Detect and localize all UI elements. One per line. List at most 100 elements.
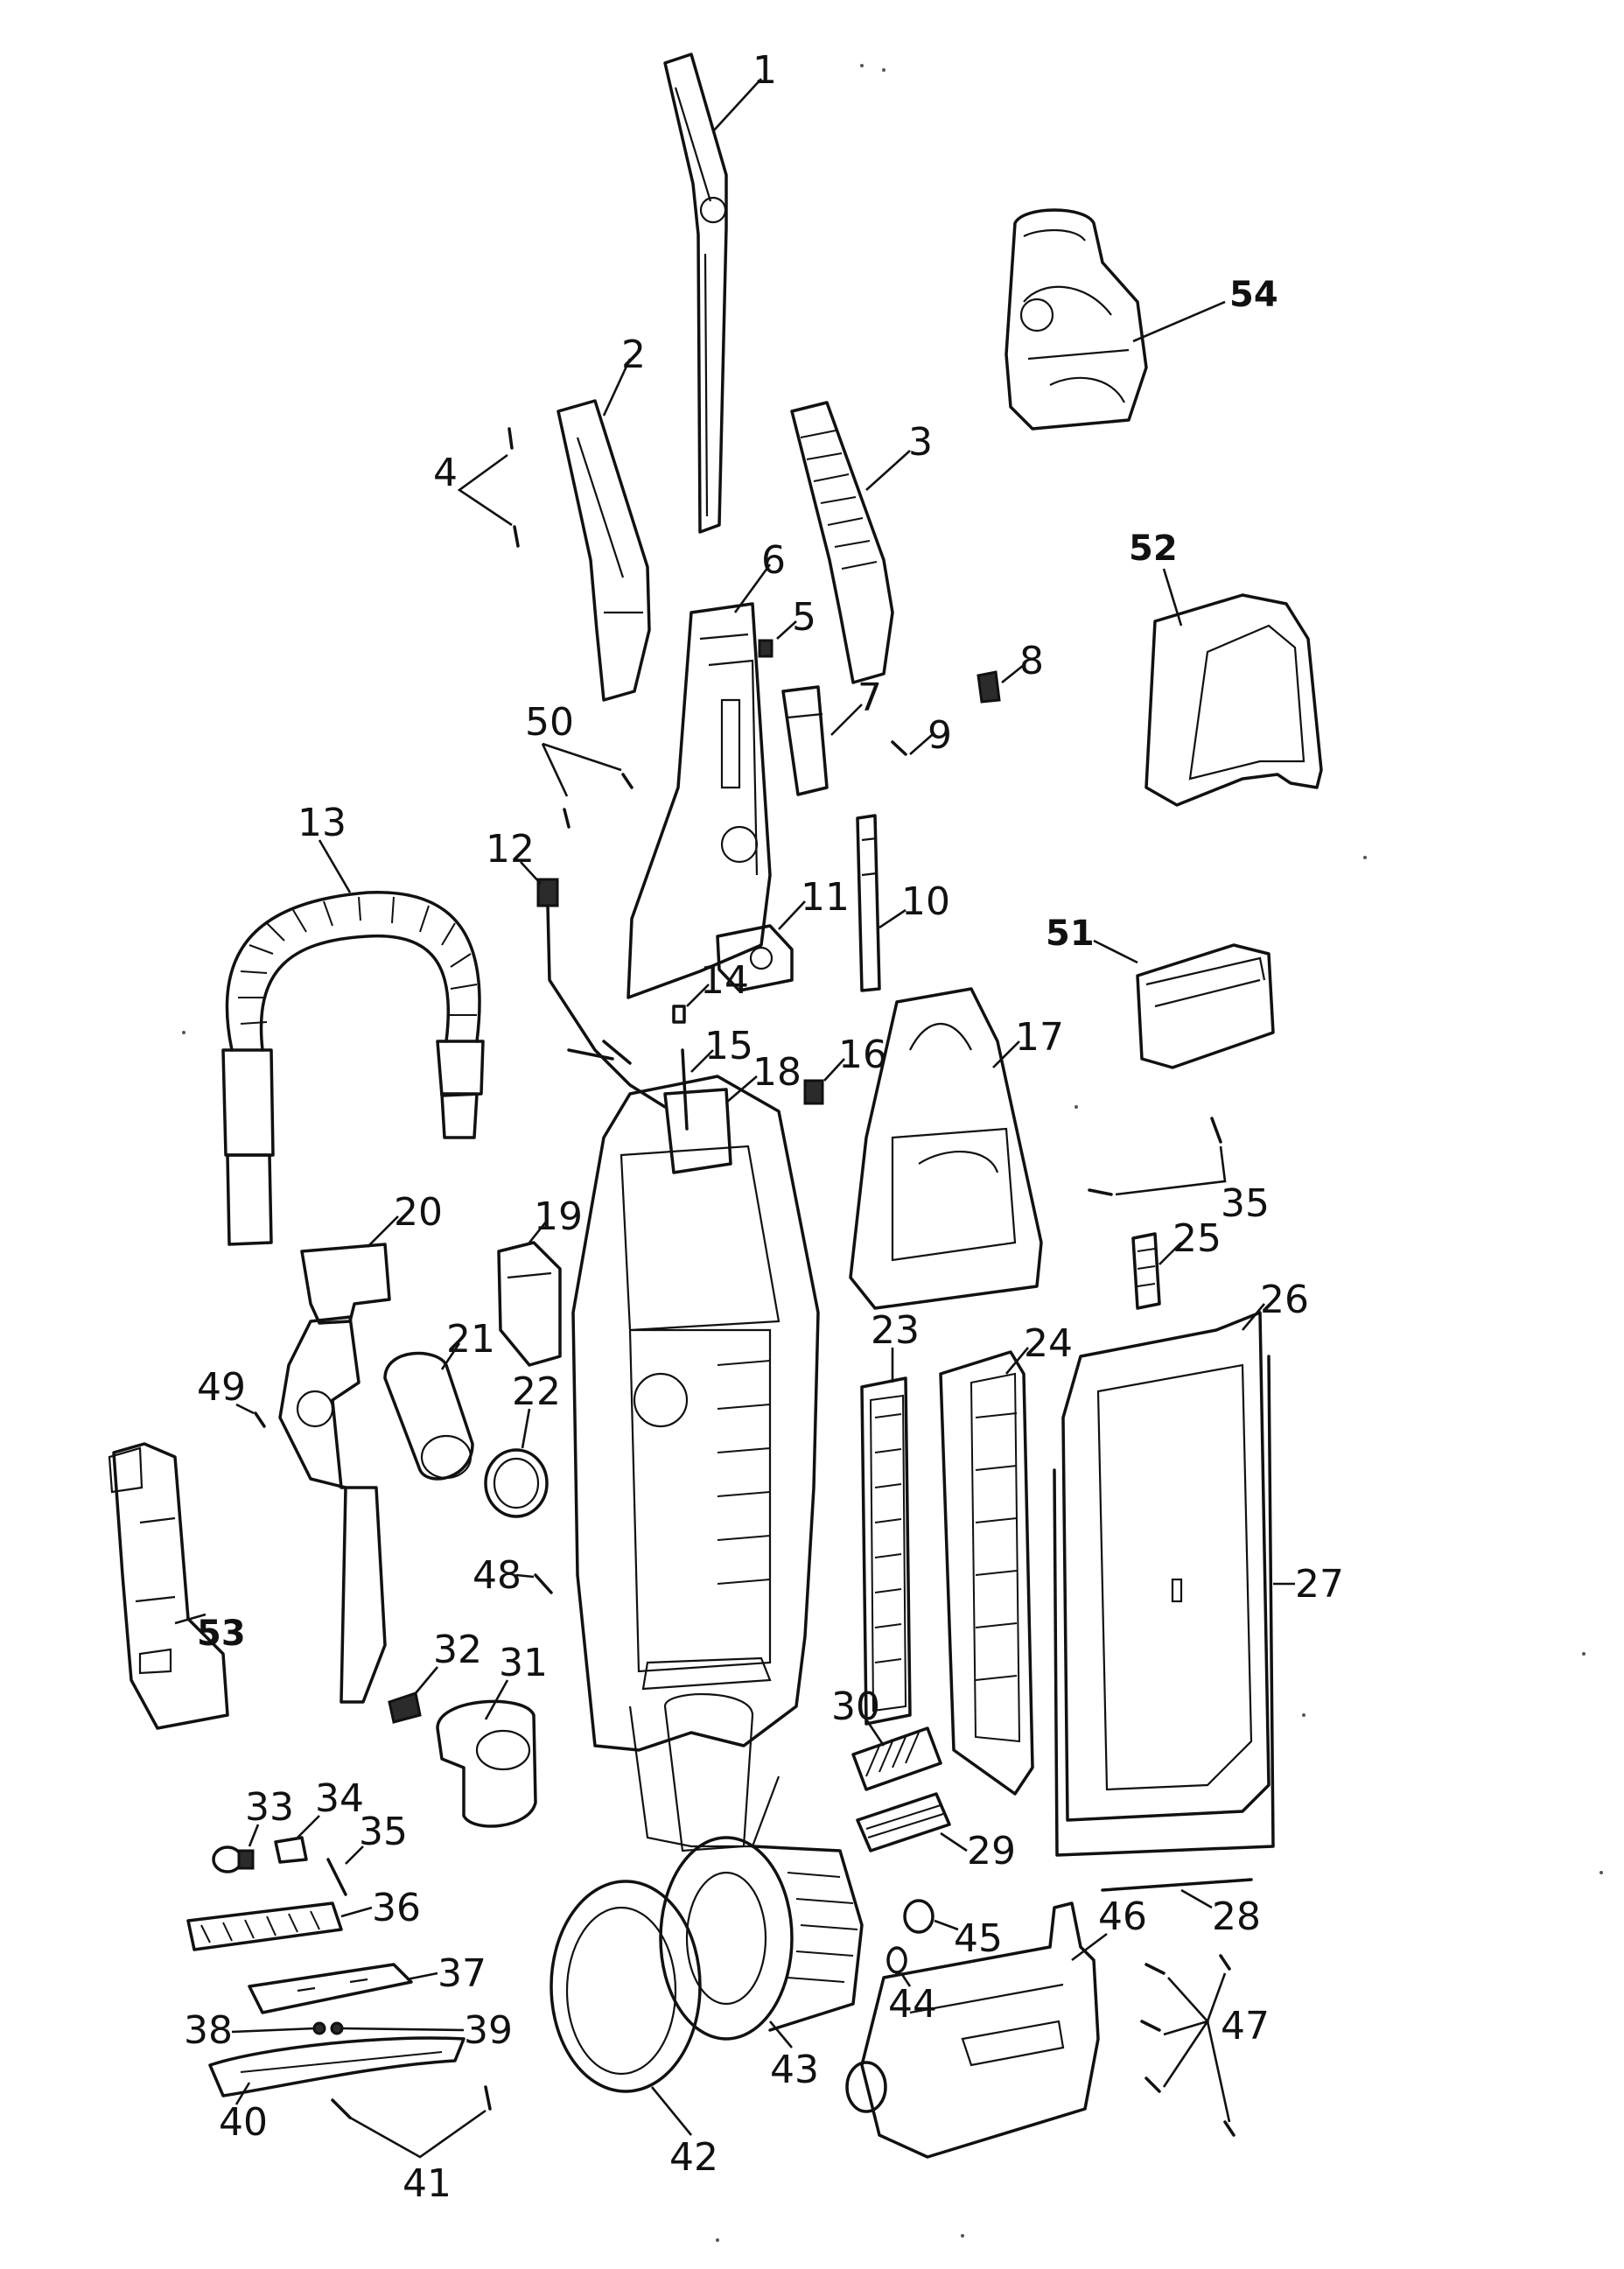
callout-33: 33 [245, 1785, 294, 1830]
callout-13: 13 [298, 801, 346, 845]
callout-46: 46 [1098, 1894, 1147, 1939]
part-24-filter-frame [939, 1347, 1034, 1796]
callout-42: 42 [669, 2135, 718, 2180]
callout-21: 21 [446, 1317, 495, 1362]
callout-41: 41 [402, 2161, 452, 2206]
part-17-dirt-cup-housing [849, 987, 1043, 1310]
part-29-filter-pad [856, 1792, 968, 1852]
callout-labels: 1 2 3 4 5 6 7 8 9 10 11 12 13 14 15 16 1… [184, 48, 1344, 2206]
part-43-motor [659, 1836, 864, 2048]
part-35-screws-right [1088, 1117, 1227, 1196]
callout-43: 43 [770, 2048, 819, 2092]
part-48-screw [515, 1573, 553, 1594]
callout-30: 30 [831, 1684, 880, 1729]
callout-4: 4 [433, 451, 458, 495]
callout-29: 29 [967, 1829, 1016, 1873]
callout-47: 47 [1221, 2004, 1270, 2048]
scan-specks [182, 64, 1603, 2242]
part-12-power-cord [520, 861, 667, 1109]
callout-1: 1 [752, 48, 777, 93]
callout-19: 19 [534, 1194, 583, 1239]
callout-8: 8 [1019, 639, 1044, 683]
callout-18: 18 [752, 1050, 802, 1095]
part-16-switch [803, 1058, 845, 1105]
callout-44: 44 [888, 1982, 937, 2027]
callout-22: 22 [512, 1369, 561, 1414]
part-36-headlight-lens [186, 1901, 373, 1951]
callout-35-right: 35 [1221, 1181, 1270, 1226]
callout-15: 15 [704, 1024, 753, 1068]
part-15-wire [681, 1048, 714, 1131]
callout-34: 34 [315, 1776, 364, 1821]
callout-14: 14 [700, 958, 749, 1003]
callout-39: 39 [464, 2008, 513, 2053]
callout-20: 20 [394, 1190, 443, 1235]
callout-32: 32 [433, 1628, 482, 1672]
callout-48: 48 [472, 1553, 522, 1598]
part-47-screws [1140, 1954, 1236, 2137]
part-50-screws [541, 742, 634, 829]
part-22-seal-ring [484, 1408, 549, 1518]
callout-6: 6 [761, 538, 786, 583]
part-13-hose [221, 839, 485, 1246]
callout-53: 53 [197, 1614, 246, 1654]
part-14-pin [672, 984, 710, 1024]
callout-54: 54 [1229, 275, 1278, 315]
part-38-39-bulb-contacts [231, 2021, 465, 2035]
part-10-release-rod [856, 814, 906, 992]
callout-49: 49 [197, 1365, 246, 1410]
callout-5: 5 [792, 595, 816, 640]
part-27-gasket [1053, 1355, 1295, 1857]
callout-37: 37 [438, 1951, 486, 1996]
part-41-screws [331, 2085, 492, 2159]
part-23-filter [860, 1348, 912, 1726]
callout-11: 11 [801, 875, 850, 920]
part-7-latch [781, 685, 863, 796]
callout-7: 7 [858, 676, 882, 720]
callout-12: 12 [486, 827, 535, 872]
callout-36: 36 [372, 1886, 421, 1930]
callout-52: 52 [1129, 529, 1178, 569]
part-8-button [976, 663, 1025, 704]
callout-35-lower: 35 [359, 1810, 408, 1854]
callout-31: 31 [499, 1641, 548, 1685]
callout-24: 24 [1024, 1321, 1073, 1366]
callout-17: 17 [1015, 1015, 1064, 1060]
part-53-side-panel [108, 1442, 229, 1730]
part-26-rear-door [1061, 1303, 1270, 1822]
callout-2: 2 [621, 333, 646, 377]
part-5-clip [758, 620, 797, 658]
callout-45: 45 [954, 1916, 1003, 1961]
part-45-bearing [903, 1899, 959, 1934]
callout-9: 9 [928, 713, 952, 758]
part-30-grille [851, 1719, 942, 1791]
callout-10: 10 [901, 879, 950, 924]
part-21-elbow [383, 1342, 474, 1481]
callout-38: 38 [184, 2008, 233, 2053]
callout-51: 51 [1046, 914, 1095, 954]
part-3-handle-grip [790, 401, 911, 684]
part-2-handle-cover [556, 358, 651, 702]
part-49-screw [235, 1403, 266, 1428]
part-6-handle-base [626, 564, 772, 999]
part-4-screws [457, 427, 520, 548]
callout-23: 23 [871, 1308, 920, 1353]
callout-40: 40 [219, 2100, 268, 2145]
part-31-wheel-housing [436, 1679, 537, 1828]
callout-28: 28 [1212, 1894, 1261, 1939]
main-body-housing [571, 1075, 820, 1852]
part-34-socket [274, 1815, 320, 1864]
part-32-clip [388, 1666, 438, 1724]
callout-26: 26 [1260, 1278, 1309, 1322]
callout-16: 16 [838, 1033, 887, 1077]
part-1-upper-handle [663, 53, 762, 534]
part-37-light-housing [248, 1963, 438, 2014]
part-52-cover [1144, 568, 1323, 807]
callout-25: 25 [1172, 1216, 1222, 1261]
part-9-screw [891, 734, 933, 756]
callout-3: 3 [908, 420, 933, 465]
callout-27: 27 [1295, 1562, 1344, 1607]
part-44-shaft-nut [886, 1946, 912, 1987]
part-35-screw-lower [326, 1845, 364, 1896]
